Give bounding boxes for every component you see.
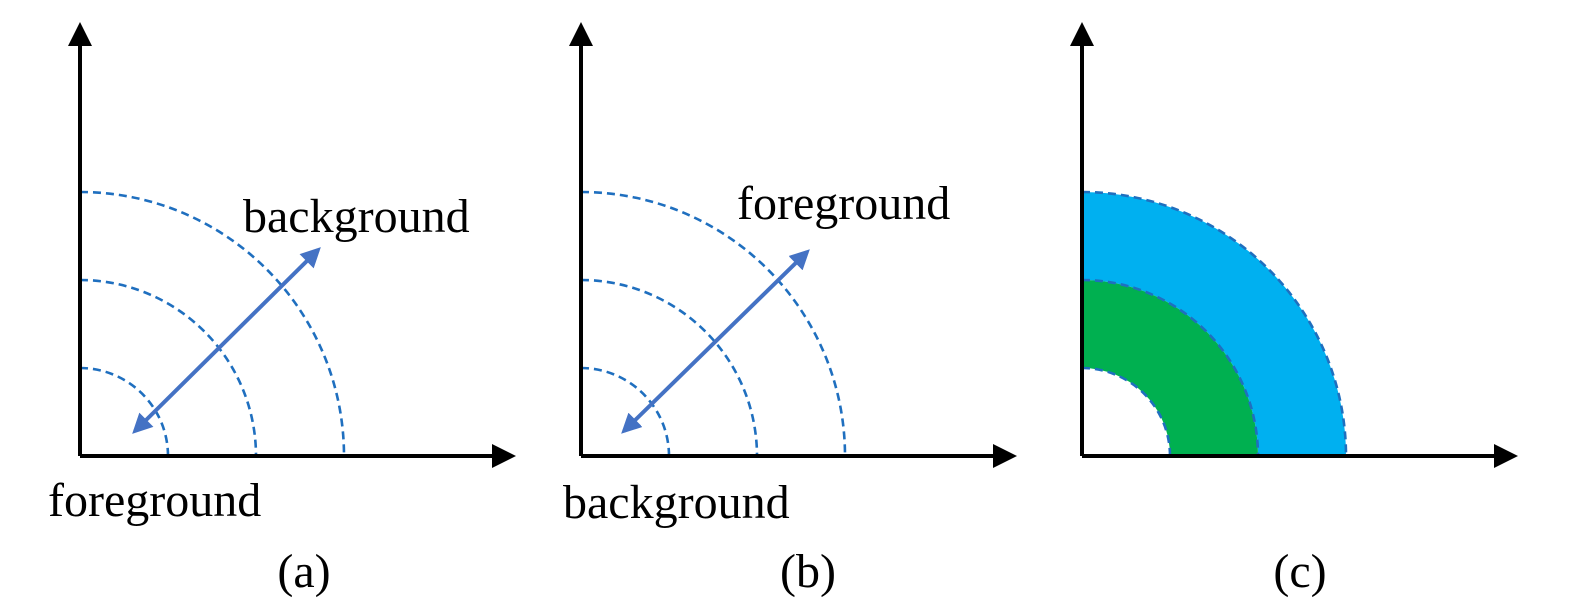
arc-middle xyxy=(79,278,258,457)
outer-label: foreground xyxy=(737,177,950,230)
panel-a: background foreground (a) xyxy=(48,22,516,598)
double-arrow xyxy=(621,249,810,434)
arc-outer xyxy=(79,190,346,457)
panel-caption: (b) xyxy=(780,545,836,598)
inner-label: background xyxy=(563,476,790,529)
panel-caption: (a) xyxy=(277,545,330,598)
outer-ring xyxy=(1082,192,1346,456)
arc-middle xyxy=(1081,278,1260,457)
inner-ring xyxy=(1082,280,1258,456)
inner-label: foreground xyxy=(48,474,261,527)
arc-inner xyxy=(580,366,671,457)
arc-inner xyxy=(1081,366,1172,457)
arc-outer xyxy=(1081,190,1348,457)
arc-middle xyxy=(580,278,759,457)
outer-label: background xyxy=(243,190,470,243)
panel-b: foreground background (b) xyxy=(563,22,1017,598)
panel-caption: (c) xyxy=(1273,545,1326,598)
panel-c: (c) xyxy=(1070,22,1518,598)
arc-outer xyxy=(580,190,847,457)
double-arrow xyxy=(132,247,321,434)
